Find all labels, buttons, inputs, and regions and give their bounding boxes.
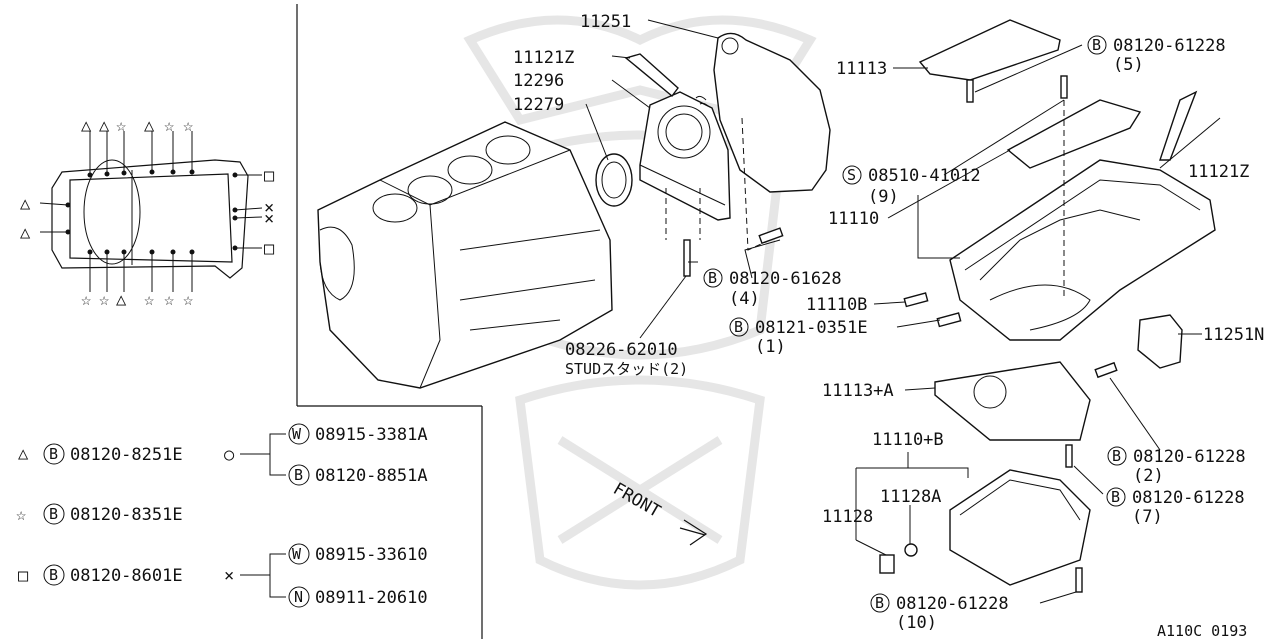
legend-08120-8251e: 08120-8251E <box>70 445 183 465</box>
legend-star: ☆ <box>16 505 26 525</box>
legend-square: □ <box>18 566 29 586</box>
label-stud: STUDスタッド(2) <box>565 360 688 378</box>
sealant-tube-right <box>1159 90 1198 161</box>
marker-square: □ <box>264 166 275 186</box>
qty-9: (9) <box>868 187 899 207</box>
marker-triangle: △ <box>99 116 110 136</box>
bolt-pattern-diagram: △ △ ☆ △ ☆ ☆ ☆ ☆ △ ☆ ☆ ☆ △ △ □ × × □ <box>20 116 275 310</box>
marker-b: B <box>875 594 884 612</box>
legend-08120-8351e: 08120-8351E <box>70 505 183 525</box>
oil-seal <box>595 153 633 207</box>
label-11110b-plus: 11110+B <box>872 430 944 450</box>
legend-08911-20610: 08911-20610 <box>315 588 428 608</box>
label-11121z-right: 11121Z <box>1188 162 1249 182</box>
lower-pan-drawing <box>879 314 1183 593</box>
label-12279: 12279 <box>513 95 564 115</box>
cylinder-block-drawing <box>317 121 613 389</box>
qty-4: (4) <box>729 289 760 309</box>
legend-circle: ○ <box>224 445 235 465</box>
marker-b: B <box>49 566 58 584</box>
marker-square: □ <box>264 239 275 259</box>
gasket-11113a <box>934 361 1091 441</box>
legend-08915-3381a: 08915-3381A <box>315 425 428 445</box>
watermark-emblem <box>463 15 817 590</box>
gasket-strip <box>1006 99 1142 169</box>
marker-triangle: △ <box>20 223 31 243</box>
qty-10: (10) <box>896 613 937 633</box>
marker-b: B <box>49 445 58 463</box>
sealant-tube-top <box>624 53 679 98</box>
marker-star: ☆ <box>164 290 174 310</box>
label-08120-61228-2: 08120-61228 <box>1133 447 1246 467</box>
marker-triangle: △ <box>20 194 31 214</box>
marker-b: B <box>49 505 58 523</box>
label-11110: 11110 <box>828 209 879 229</box>
label-11128a: 11128A <box>880 487 941 507</box>
oil-seal-retainer-drawing <box>595 53 731 277</box>
label-08120-61228-7: 08120-61228 <box>1132 488 1245 508</box>
marker-triangle: △ <box>144 116 155 136</box>
qty-1: (1) <box>755 337 786 357</box>
marker-star: ☆ <box>81 290 91 310</box>
legend-08120-8851a: 08120-8851A <box>315 466 428 486</box>
rear-plate-drawing <box>713 32 831 251</box>
front-arrow-icon <box>683 519 708 546</box>
marker-b: B <box>1112 447 1121 465</box>
label-08120-61228-5: 08120-61228 <box>1113 36 1226 56</box>
marker-n: N <box>294 588 303 606</box>
label-11251: 11251 <box>580 12 631 32</box>
label-11110b: 11110B <box>806 295 867 315</box>
marker-star: ☆ <box>144 290 154 310</box>
marker-b: B <box>708 269 717 287</box>
marker-cross: × <box>264 209 274 229</box>
label-08121-0351e: 08121-0351E <box>755 318 868 338</box>
cover-11251n <box>1137 314 1183 369</box>
marker-star: ☆ <box>116 116 126 136</box>
marker-star: ☆ <box>183 290 193 310</box>
legend-triangle: △ <box>18 444 29 464</box>
marker-b: B <box>1111 488 1120 506</box>
label-08120-61628: 08120-61628 <box>729 269 842 289</box>
oil-pan-drawing <box>903 19 1216 341</box>
baffle-plate <box>918 19 1061 81</box>
label-11121z-top: 11121Z <box>513 48 574 68</box>
legend-08915-33610: 08915-33610 <box>315 545 428 565</box>
label-08510-41012: 08510-41012 <box>868 166 981 186</box>
marker-s: S <box>847 166 856 184</box>
label-08120-61228-10: 08120-61228 <box>896 594 1009 614</box>
legend-cross: × <box>224 566 234 586</box>
marker-star: ☆ <box>183 116 193 136</box>
marker-w: W <box>292 545 302 563</box>
marker-triangle: △ <box>116 290 127 310</box>
marker-star: ☆ <box>164 116 174 136</box>
leader-lines <box>585 19 1221 604</box>
marker-triangle: △ <box>81 116 92 136</box>
marker-b: B <box>294 466 303 484</box>
qty-7: (7) <box>1132 507 1163 527</box>
label-11251n: 11251N <box>1203 325 1264 345</box>
label-08226-62010: 08226-62010 <box>565 340 678 360</box>
label-11113: 11113 <box>836 59 887 79</box>
marker-cross: × <box>264 198 274 218</box>
marker-w: W <box>292 425 302 443</box>
marker-b: B <box>734 318 743 336</box>
marker-star: ☆ <box>99 290 109 310</box>
label-11128: 11128 <box>822 507 873 527</box>
diagram-code: A110C 0193 <box>1157 622 1247 639</box>
qty-2: (2) <box>1133 466 1164 486</box>
qty-5: (5) <box>1113 55 1144 75</box>
fastener-legend: △ B 08120-8251E ○ W 08915-3381A B 08120-… <box>16 423 428 608</box>
label-12296: 12296 <box>513 71 564 91</box>
marker-b: B <box>1092 36 1101 54</box>
label-11113a: 11113+A <box>822 381 894 401</box>
legend-08120-8601e: 08120-8601E <box>70 566 183 586</box>
